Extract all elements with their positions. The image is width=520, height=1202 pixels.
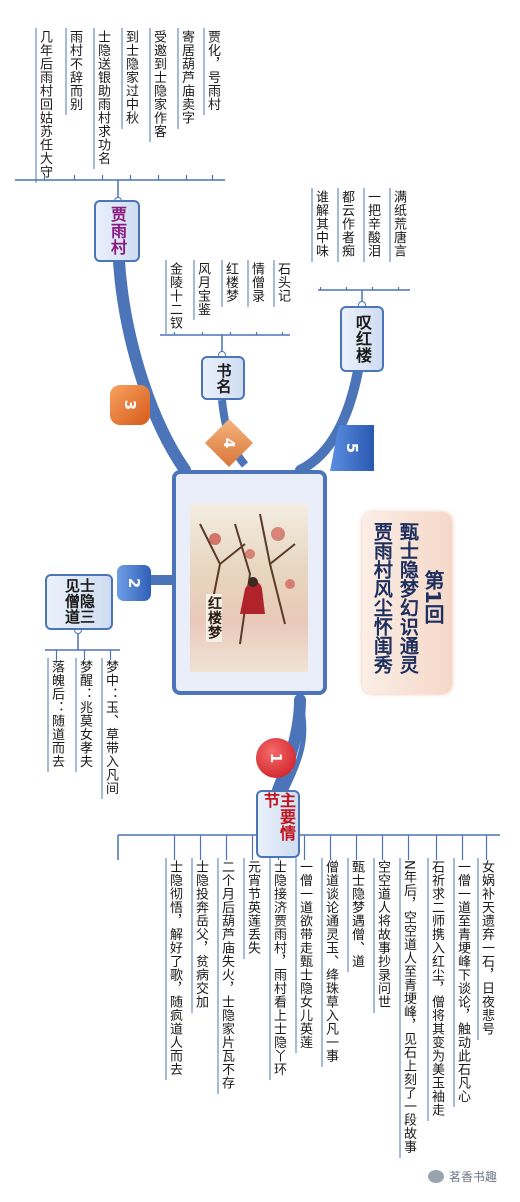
- branch-3-number-badge: 3: [110, 385, 150, 425]
- central-illustration: [190, 504, 308, 672]
- branch-3-leaf: 受邀到士隐家作客: [151, 30, 166, 138]
- branch-1-leaf: 士隐接济贾雨村，雨村看上士隐丫环: [271, 860, 286, 1076]
- branch-4-topic: 书名: [201, 356, 245, 400]
- branch-1-number-badge: 1: [256, 738, 296, 778]
- branch-2-leaf: 梦中：玉、草带入凡间: [103, 660, 118, 795]
- watermark-text: 茗香书趣: [449, 1170, 498, 1184]
- branch-1-topic-label: 主要情节: [261, 792, 296, 842]
- central-image-label: 红楼梦: [206, 594, 222, 642]
- branch-4-leaf: 金陵十二钗: [167, 262, 182, 330]
- branch-1-leaf: 僧道谈论通灵玉、绛珠草入凡一事: [323, 860, 338, 1063]
- branch-1-topic: 主要情节: [256, 790, 300, 858]
- branch-5-topic: 叹红楼: [340, 306, 384, 372]
- branch-3-leaf: 雨村不辞而别: [67, 30, 82, 111]
- branch-5-leaf: 一把辛酸泪: [365, 190, 380, 258]
- branch-4-leaf: 石头记: [275, 262, 290, 303]
- branch-1-leaf: 空空道人将故事抄录问世: [375, 860, 390, 1009]
- branch-5-number-badge: 5: [330, 425, 374, 471]
- watermark: 茗香书趣: [428, 1168, 497, 1185]
- branch-5-topic-label: 叹红楼: [353, 314, 372, 364]
- branch-3-leaf: 到士隐家过中秋: [123, 30, 138, 125]
- branch-1-leaf: 士隐彻悟，解好了歌，随疯道人而去: [167, 860, 182, 1076]
- branch-2-leaf: 落魄后：随道而去: [49, 660, 64, 768]
- branch-1-leaf: 一僧一道欲带走甄士隐女儿英莲: [297, 860, 312, 1049]
- branch-5-leaf: 谁解其中味: [313, 190, 328, 258]
- branch-3-leaf: 士隐送银助雨村求功名: [95, 30, 110, 165]
- branch-2-number-badge: 2: [117, 565, 151, 601]
- branch-4-leaf: 红楼梦: [223, 262, 238, 303]
- chapter-title-card: 第1回 甄士隐梦幻识通灵 贾雨村风尘怀闺秀: [362, 512, 452, 694]
- branch-4-leaf: 风月宝鉴: [195, 262, 210, 316]
- branch-4-leaf: 情僧录: [249, 262, 264, 303]
- wechat-icon: [428, 1170, 444, 1183]
- branch-3-leaf: 几年后雨村回姑苏任大守: [37, 30, 52, 179]
- branch-5-leaf: 满纸荒唐言: [391, 190, 406, 258]
- branch-1-leaf: 元宵节英莲丢失: [245, 860, 260, 955]
- branch-2-topic: 士隐三见僧道: [45, 574, 113, 630]
- branch-4-topic-label: 书名: [214, 362, 233, 394]
- branch-1-leaf: 甄士隐梦遇僧、道: [349, 860, 364, 968]
- branch-1-leaf: 一僧一道至青埂峰下谈论，触动此石凡心: [455, 860, 470, 1103]
- branch-5-leaf: 都云作者痴: [339, 190, 354, 258]
- branch-1-leaf: 石祈求二师携入红尘，僧将其变为美玉袖走: [429, 860, 444, 1117]
- branch-2-leaf: 梦醒：兆莫女孝夫: [77, 660, 92, 768]
- chapter-number: 第1回: [421, 570, 445, 624]
- branch-3-leaf: 贾化，号雨村: [205, 30, 220, 111]
- branch-1-leaf: 二个月后葫芦庙失火，士隐家片瓦不存: [219, 860, 234, 1090]
- branch-1-leaf: N年后，空空道人至青埂峰，见石上刻了一段故事: [401, 860, 416, 1154]
- chapter-title-line1: 甄士隐梦幻识通灵: [396, 522, 419, 674]
- branch-1-leaf: 士隐投奔岳父，贫病交加: [193, 860, 208, 1009]
- branch-3-topic: 贾雨村: [94, 200, 140, 262]
- branch-3-leaf: 寄居葫芦庙卖字: [179, 30, 194, 125]
- branch-1-leaf: 女娲补天遗弃一石，日夜悲号: [479, 860, 494, 1036]
- branch-2-topic-label: 士隐三见僧道: [63, 578, 96, 625]
- central-node: 红楼梦: [172, 470, 327, 695]
- painting-illustration: [199, 513, 296, 645]
- branch-3-topic-label: 贾雨村: [108, 206, 127, 256]
- chapter-title-line2: 贾雨村风尘怀闺秀: [370, 522, 393, 674]
